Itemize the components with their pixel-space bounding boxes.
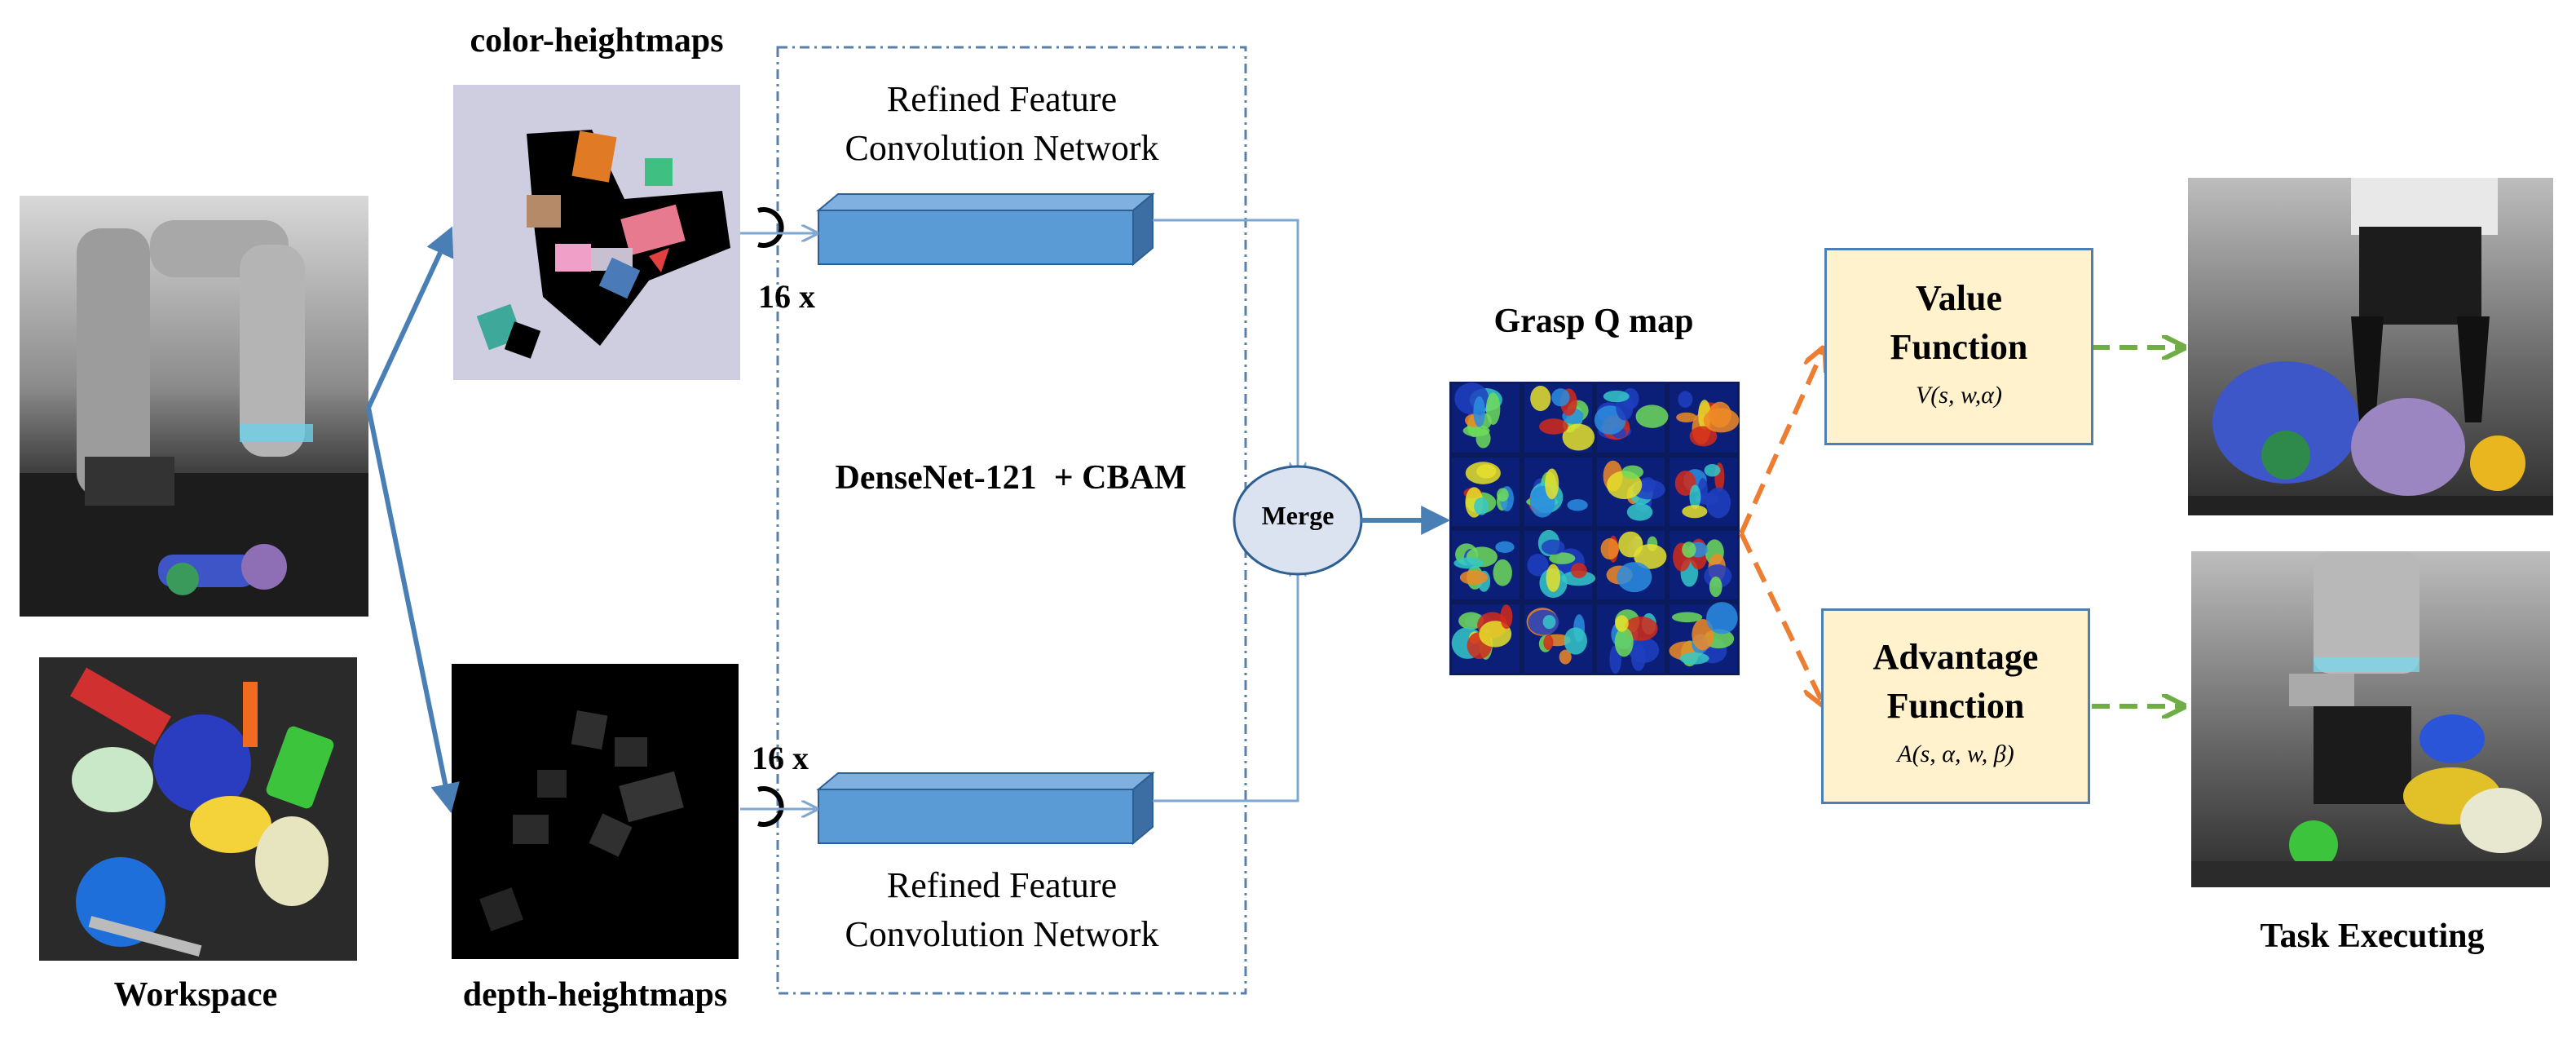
q-map-tile (1451, 604, 1520, 673)
task-executing-photo-bottom (2191, 551, 2550, 887)
refined-bottom-line2: Convolution Network (845, 914, 1159, 954)
q-map-tile (1670, 458, 1737, 526)
q-map-tile (1524, 604, 1592, 673)
refined-top-line2: Convolution Network (845, 128, 1159, 168)
grasp-q-map-image (1449, 382, 1740, 675)
q-map-tile (1452, 382, 1520, 453)
robot-arm-illustration (20, 220, 368, 617)
color-heightmap-image (453, 85, 740, 380)
q-map-tile (1524, 384, 1595, 453)
color-heightmap-illustration (476, 130, 730, 359)
q-map-tile (1452, 531, 1520, 599)
q-map-tile (1452, 458, 1520, 526)
depth-heightmap-illustration (479, 710, 684, 931)
depth-heightmaps-label: depth-heightmaps (462, 976, 728, 1014)
q-map-tile (1524, 458, 1592, 526)
value-function-title-1: Value (1916, 278, 2002, 318)
densenet-container (776, 46, 1247, 995)
arrow-to-depth-heightmap (366, 407, 460, 814)
rotation-arc-bottom (757, 786, 784, 827)
arrow-to-color-heightmap (366, 226, 454, 409)
q-map-tile (1670, 531, 1737, 599)
workspace-robot-photo (20, 196, 368, 617)
task-executing-label: Task Executing (2260, 917, 2485, 955)
advantage-function-box (1821, 608, 2090, 804)
refined-network-block-top (816, 192, 1155, 267)
q-map-tile (1594, 384, 1669, 453)
value-function-formula: V(s, w,α) (1915, 382, 2002, 409)
arrow-qmap-to-advantage (1739, 532, 1823, 703)
workspace-label: Workspace (113, 976, 278, 1014)
q-map-tile (1597, 458, 1665, 526)
rotation-count-bottom: 16 x (752, 740, 809, 776)
value-function-box (1824, 248, 2093, 445)
advantage-function-title-2: Function (1886, 686, 2025, 726)
refined-top-line1: Refined Feature (886, 79, 1118, 119)
objects-illustration (70, 667, 334, 957)
densenet-cbam-label: DenseNet-121 + CBAM (835, 459, 1187, 497)
q-map-tile (1670, 384, 1740, 453)
grasp-q-map-label: Grasp Q map (1493, 303, 1694, 340)
q-map-tile (1597, 604, 1665, 674)
merge-label: Merge (1261, 501, 1334, 530)
color-heightmaps-label: color-heightmaps (470, 22, 724, 60)
depth-heightmap-image (452, 664, 739, 959)
line-bottom-to-merge (1153, 563, 1298, 802)
workspace-objects-photo (39, 657, 357, 961)
rotation-arc-top (757, 207, 784, 248)
grasp-q-map-grid (1451, 382, 1740, 674)
q-map-tile (1669, 602, 1738, 673)
line-top-to-merge (1153, 219, 1298, 476)
gripper-illustration-bottom (2191, 551, 2550, 887)
q-map-tile (1524, 529, 1596, 599)
advantage-function-formula: A(s, α, w, β) (1897, 740, 2014, 767)
rotation-count-top: 16 x (758, 278, 815, 315)
task-executing-photo-top (2188, 178, 2553, 515)
refined-bottom-line1: Refined Feature (886, 865, 1118, 905)
value-function-title-2: Function (1890, 327, 2028, 367)
gripper-illustration-top (2188, 178, 2553, 515)
q-map-tile (1597, 531, 1667, 599)
arrow-qmap-to-value (1739, 351, 1823, 535)
refined-network-block-bottom (816, 771, 1155, 846)
advantage-function-title-1: Advantage (1872, 637, 2039, 677)
